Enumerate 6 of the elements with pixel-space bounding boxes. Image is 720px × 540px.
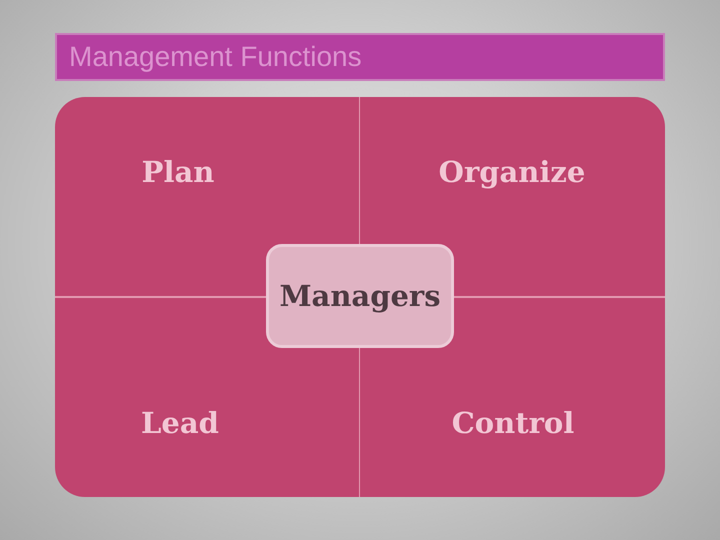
center-box: Managers — [266, 244, 454, 348]
quadrant-label: Plan — [142, 155, 214, 189]
quadrant-label: Organize — [438, 155, 586, 189]
title-banner: Management Functions — [55, 33, 665, 81]
quadrant-label: Control — [452, 406, 574, 440]
quadrant-label: Lead — [141, 406, 219, 440]
